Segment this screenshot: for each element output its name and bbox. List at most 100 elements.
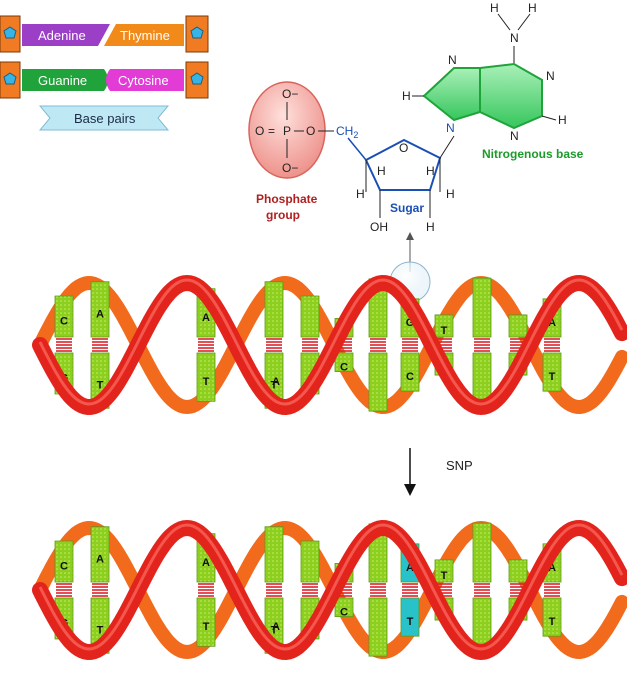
nitrogenous-base: H H N N N N N N H H Nitrogenous base — [402, 1, 584, 161]
lower-base — [400, 352, 420, 392]
base-letter-lower: C — [340, 361, 348, 373]
guanine-label: Guanine — [38, 73, 87, 88]
sugar-h1: H — [377, 164, 386, 178]
base-pair: AT — [196, 288, 216, 402]
base-n-top: N — [510, 31, 519, 45]
pentagon-icon — [3, 26, 17, 39]
base-letter-upper: C — [60, 316, 68, 328]
upper-base — [300, 540, 320, 583]
upper-base — [90, 281, 110, 338]
sugar-h4: H — [446, 187, 455, 201]
adenine-label: Adenine — [38, 28, 86, 43]
upper-base — [508, 559, 528, 583]
cytosine-label: Cytosine — [118, 73, 169, 88]
lower-base — [542, 352, 562, 392]
base-pair — [472, 522, 492, 658]
base-letter-upper: G — [406, 317, 415, 329]
cytosine-bar — [106, 69, 184, 91]
backbone-highlight — [38, 523, 624, 651]
base-n4: N — [510, 129, 519, 143]
base-h-top-right: H — [528, 1, 537, 15]
thymine-bar — [104, 24, 184, 46]
zoom-arrowhead — [406, 232, 414, 240]
lower-base — [368, 597, 388, 657]
upper-base — [472, 522, 492, 583]
base-pair — [368, 523, 388, 657]
base-letter-lower: T — [203, 376, 210, 388]
upper-base — [54, 540, 74, 583]
base-letter-upper: A — [96, 553, 104, 565]
phosphate-o-left: O — [255, 124, 264, 138]
phosphate-equals: = — [268, 124, 275, 138]
base-pairs-banner — [38, 105, 170, 131]
base-n2: N — [546, 69, 555, 83]
sugar-ring — [364, 138, 442, 191]
legend-row-adenine-thymine: Adenine Thymine — [0, 15, 209, 53]
base-letter-lower: C — [406, 371, 414, 383]
upper-base — [90, 526, 110, 583]
base-letter-lower: T — [203, 621, 210, 633]
base-letter-lower: T — [97, 380, 104, 392]
upper-base — [508, 314, 528, 338]
sugar-h2: H — [426, 164, 435, 178]
lower-base — [196, 352, 216, 402]
snp-arrowhead — [404, 484, 416, 496]
ch2-label: CH2 — [336, 124, 358, 140]
phosphate-group: O− O = P O O− CH2 Phosphate group — [248, 81, 358, 222]
lower-base — [368, 352, 388, 412]
six-member-ring — [479, 62, 543, 130]
base-letter-upper: A — [406, 562, 414, 574]
base-letter-lower: T — [549, 616, 556, 628]
adenine-bar — [22, 24, 110, 46]
base-letter-extra: A — [272, 376, 280, 388]
phosphate-p: P — [283, 124, 291, 138]
upper-base — [54, 295, 74, 338]
base-n1: N — [448, 53, 457, 67]
upper-base — [472, 277, 492, 338]
pentagon-icon — [190, 72, 204, 85]
snp-lower-base — [400, 597, 420, 637]
thymine-label: Thymine — [120, 28, 170, 43]
phosphate-o-bottom: O− — [282, 161, 298, 175]
sugar: O H H H H OH H Sugar — [347, 137, 455, 234]
legend-row-guanine-cytosine: Guanine Cytosine — [0, 61, 209, 99]
phosphate-ellipse — [248, 81, 326, 179]
base-pairs-label: Base pairs — [74, 111, 136, 126]
base-letter-lower: C — [340, 606, 348, 618]
base-letter-lower: T — [549, 371, 556, 383]
base-pair: AT — [90, 526, 110, 654]
backbone-highlight — [38, 278, 624, 406]
base-pair — [368, 278, 388, 412]
sugar-h5: H — [426, 220, 435, 234]
sugar-oh: OH — [370, 220, 388, 234]
phosphate-o-top: O− — [282, 87, 298, 101]
upper-base — [264, 281, 284, 338]
base-letter-lower: T — [271, 380, 278, 392]
base-letter-upper: A — [202, 557, 210, 569]
base-letter-lower: T — [97, 625, 104, 637]
snp-label: SNP — [446, 458, 473, 473]
sugar-label: Sugar — [390, 201, 424, 215]
base-letter-upper: A — [96, 308, 104, 320]
base-letter-upper: C — [60, 561, 68, 573]
base-letter-extra: A — [272, 621, 280, 633]
base-label: Nitrogenous base — [482, 147, 584, 161]
lower-base — [334, 352, 354, 372]
legend: Adenine Thymine Guanine Cytosine Base pa… — [0, 15, 209, 131]
base-letter-lower: T — [271, 625, 278, 637]
base-letter-upper: A — [548, 562, 556, 574]
base-letter-upper: T — [441, 325, 448, 337]
pentagon-icon — [3, 72, 17, 85]
upper-base — [434, 559, 454, 583]
five-member-ring — [422, 67, 481, 122]
lower-base — [196, 597, 216, 647]
base-h-top-left: H — [490, 1, 499, 15]
phosphate-label-line2: group — [266, 208, 300, 222]
upper-base — [264, 526, 284, 583]
guanine-bar — [22, 69, 108, 91]
phosphate-label-line1: Phosphate — [256, 192, 318, 206]
base-letter-upper: A — [548, 317, 556, 329]
